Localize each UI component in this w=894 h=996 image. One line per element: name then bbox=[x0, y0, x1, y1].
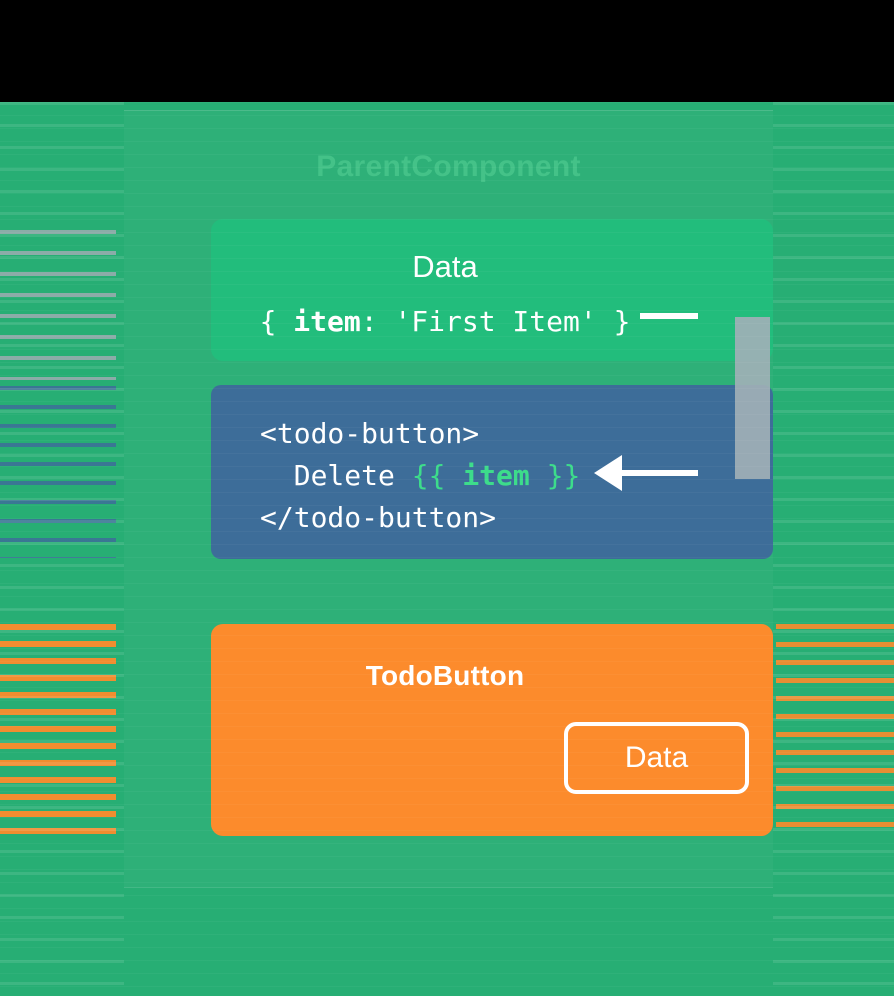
code-binding-variable: item bbox=[462, 459, 530, 492]
data-code-prefix: { bbox=[259, 305, 294, 338]
code-line-open-tag: <todo-button> bbox=[260, 417, 480, 450]
todo-button-card: TodoButton Data bbox=[211, 624, 773, 836]
connector-vertical-segment bbox=[735, 317, 770, 479]
data-code-key: item bbox=[293, 305, 361, 338]
code-mustache-close: }} bbox=[529, 459, 581, 492]
page-title: ParentComponent bbox=[316, 150, 581, 183]
code-mustache-open: {{ bbox=[411, 459, 463, 492]
todo-button-title: TodoButton bbox=[365, 660, 525, 691]
data-code-value: : 'First Item' } bbox=[360, 305, 631, 338]
code-line-indent bbox=[260, 459, 294, 492]
data-card-code: { item: 'First Item' } bbox=[211, 305, 679, 338]
data-card: Data { item: 'First Item' } bbox=[211, 219, 773, 361]
todo-button-data-slot: Data bbox=[564, 722, 749, 794]
connector-line-bottom bbox=[614, 470, 698, 476]
parent-component-panel bbox=[124, 110, 773, 888]
code-line-delete-text: Delete bbox=[293, 459, 412, 492]
code-line-close-tag: </todo-button> bbox=[260, 501, 497, 534]
connector-line-top bbox=[640, 313, 698, 319]
todo-button-data-slot-label: Data bbox=[624, 741, 689, 774]
arrow-left-icon bbox=[594, 455, 622, 491]
data-card-label: Data bbox=[412, 249, 478, 284]
